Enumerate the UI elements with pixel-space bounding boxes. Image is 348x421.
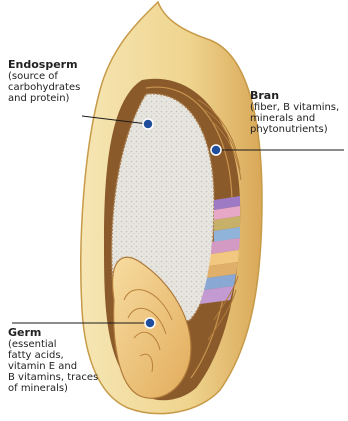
- germ-description: (essential fatty acids, vitamin E and B …: [8, 339, 98, 394]
- bran-description: (fiber, B vitamins, minerals and phytonu…: [250, 102, 339, 135]
- germ-label: Germ (essential fatty acids, vitamin E a…: [8, 326, 98, 394]
- bran-label: Bran (fiber, B vitamins, minerals and ph…: [250, 89, 339, 135]
- germ-title: Germ: [8, 326, 98, 339]
- endosperm-label: Endosperm (source of carbohydrates and p…: [8, 58, 80, 104]
- endosperm-description: (source of carbohydrates and protein): [8, 71, 80, 104]
- endosperm-title: Endosperm: [8, 58, 80, 71]
- bran-title: Bran: [250, 89, 339, 102]
